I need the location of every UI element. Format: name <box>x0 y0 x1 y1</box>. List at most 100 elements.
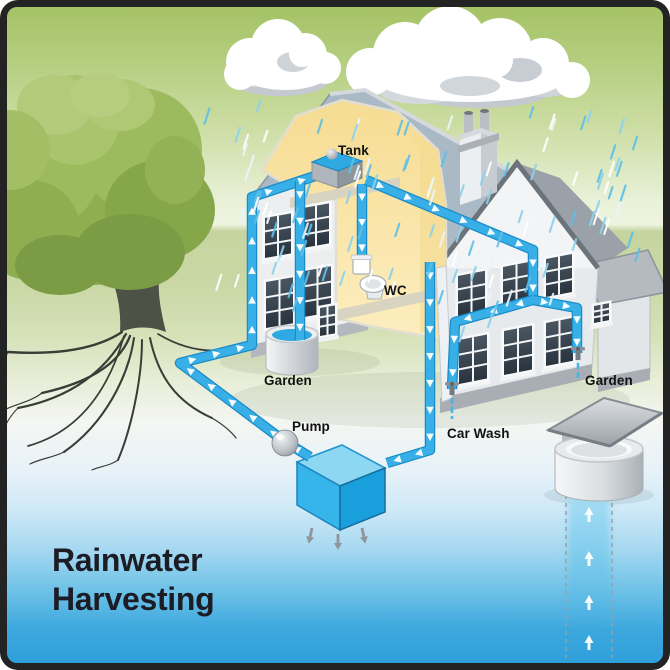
rain-streak <box>304 182 312 199</box>
rain-streak <box>316 118 324 134</box>
rain-streak <box>354 170 362 188</box>
rain-streak <box>234 126 242 144</box>
flow-arrow <box>296 191 304 199</box>
cloud-right <box>346 6 590 108</box>
rain-streak <box>586 110 593 123</box>
flow-arrow <box>426 353 434 361</box>
float-ball <box>326 148 338 160</box>
title-line-2: Harvesting <box>52 581 215 617</box>
rain-streak <box>321 265 329 282</box>
rain-streak <box>271 221 278 238</box>
rain-streak <box>367 269 374 283</box>
rain-streak <box>503 162 510 177</box>
rain-streak <box>394 222 401 238</box>
rain-streak <box>486 313 494 329</box>
flow-arrow <box>426 433 434 442</box>
garden-tap <box>571 346 585 360</box>
rain-streak <box>238 206 246 223</box>
rain-streak <box>345 190 352 205</box>
rain-streak <box>571 238 578 252</box>
rain-streak <box>254 209 261 224</box>
rain-streak <box>339 270 346 286</box>
rain-streak <box>615 160 623 177</box>
rain-streak <box>403 121 410 136</box>
rain-streak <box>594 200 601 214</box>
rain-streak <box>580 115 587 131</box>
rain-streak <box>588 210 596 227</box>
rain-streak <box>266 210 272 224</box>
rain-streak <box>592 208 600 226</box>
rain-streak <box>253 190 260 204</box>
rain-streak <box>306 223 313 237</box>
facade-plinth <box>440 364 592 413</box>
flow-arrow <box>358 244 366 252</box>
rain-streak <box>428 188 436 206</box>
rain-streak <box>468 240 475 256</box>
wc-label: WC <box>384 283 407 298</box>
rain-streak <box>365 164 372 179</box>
rain-streak <box>491 300 499 318</box>
rain-streak <box>599 216 607 235</box>
rain-streaks <box>203 99 641 343</box>
flow-arrow <box>248 236 256 245</box>
rain-streak <box>470 265 477 282</box>
flow-arrow <box>562 301 571 310</box>
underground-tank <box>295 444 387 550</box>
rain-streak <box>428 176 435 192</box>
flow-arrow <box>573 316 581 324</box>
rain-streak <box>242 133 250 150</box>
rain-streak <box>524 276 532 293</box>
rain-streak <box>292 206 299 224</box>
rain-streak <box>550 117 557 131</box>
rain-streak <box>451 250 459 267</box>
recharge-dashed-lines <box>565 495 613 658</box>
rain-streak <box>389 281 396 298</box>
flow-arrow <box>264 188 273 197</box>
pipe-flow-arrows <box>186 177 581 463</box>
rain-streak <box>300 239 308 257</box>
rain-streak <box>537 254 545 271</box>
flow-arrow <box>296 323 304 332</box>
flow-arrow <box>207 383 216 392</box>
rain-streak <box>634 247 641 262</box>
rain-streak <box>608 160 616 178</box>
garden-right-label: Garden <box>585 373 633 388</box>
flow-arrow <box>248 266 256 274</box>
rain-streak <box>488 257 495 272</box>
rain-streak <box>542 262 549 278</box>
flow-arrow <box>188 357 197 365</box>
upper-floor <box>336 286 446 321</box>
flow-arrow <box>449 369 457 377</box>
rain-streak <box>548 292 555 306</box>
flow-arrow <box>358 219 366 227</box>
right-roof-slope <box>517 163 628 268</box>
title-line-1: Rainwater <box>52 542 203 578</box>
window <box>542 250 576 304</box>
flow-arrow <box>228 399 237 407</box>
rain-streak <box>619 184 627 202</box>
attic-tank <box>310 148 364 189</box>
rain-streak <box>262 129 269 143</box>
rain-streak <box>596 168 603 183</box>
rain-streak <box>522 220 530 238</box>
rain-streak <box>631 135 639 151</box>
rain-streak <box>618 118 626 134</box>
rain-streak <box>488 274 495 288</box>
rain-streak <box>517 209 524 224</box>
rain-streak <box>274 257 282 274</box>
tree <box>0 73 243 471</box>
rain-streak <box>548 113 556 130</box>
flow-arrow <box>414 448 424 457</box>
flow-arrow <box>186 368 196 376</box>
window <box>590 300 613 330</box>
gable-face <box>437 163 598 268</box>
rain-streak <box>458 325 466 343</box>
flow-arrow <box>529 259 537 267</box>
rain-streak <box>485 188 493 205</box>
rain-streak <box>603 218 611 236</box>
windows <box>261 200 613 391</box>
car-wash-label: Car Wash <box>447 426 510 441</box>
rain-streak <box>317 263 324 277</box>
rain-streak <box>244 167 251 181</box>
flow-arrow <box>249 414 258 423</box>
